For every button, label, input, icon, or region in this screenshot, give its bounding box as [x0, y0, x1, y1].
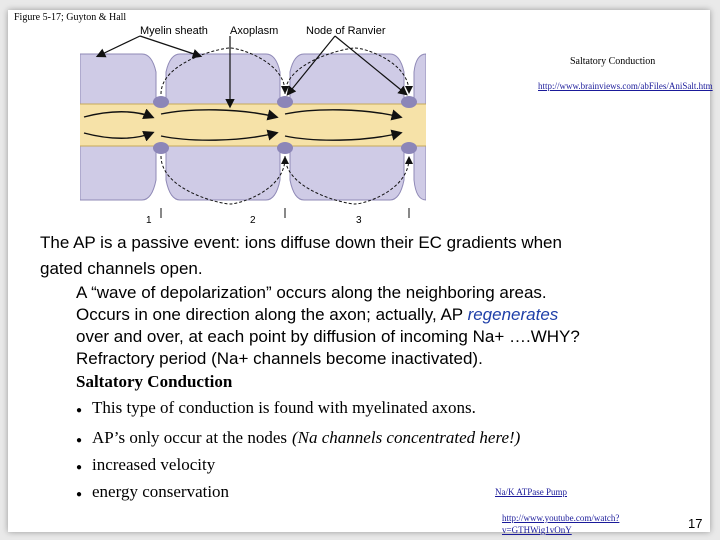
bullet-dot-icon: ●: [76, 462, 83, 473]
inner-current-arrows: [83, 108, 403, 142]
bullet-dot-icon: ●: [76, 435, 83, 446]
bullet-item: ●energy conservation: [40, 480, 700, 507]
label-myelin-sheath: Myelin sheath: [140, 25, 208, 37]
node-number-3: 3: [356, 215, 362, 226]
bullet-dot-icon: ●: [76, 489, 83, 500]
node-number-2: 2: [250, 215, 256, 226]
node-number-1: 1: [146, 215, 152, 226]
current-loops: [160, 47, 413, 205]
na-k-pump-link[interactable]: Na/K ATPase Pump: [495, 487, 567, 497]
saltatory-heading: Saltatory Conduction: [76, 372, 233, 391]
sub-line-2: Occurs in one direction along the axon; …: [40, 304, 700, 326]
saltatory-conduction-diagram: Myelin sheath Axoplasm Node of Ranvier 1…: [79, 22, 427, 230]
figure-caption: Figure 5-17; Guyton & Hall: [14, 12, 127, 23]
label-pointers: [95, 35, 408, 109]
bullet-dot-icon: ●: [76, 405, 83, 416]
bullet-item: ●This type of conduction is found with m…: [40, 396, 700, 423]
bullet-item: ●AP’s only occur at the nodes(Na channel…: [40, 426, 700, 453]
side-panel-title: Saltatory Conduction: [570, 56, 656, 67]
brainviews-link[interactable]: http://www.brainviews.com/abFiles/AniSal…: [538, 81, 713, 91]
sub-line-2-text: Occurs in one direction along the axon; …: [76, 305, 468, 324]
label-node-of-ranvier: Node of Ranvier: [306, 25, 386, 37]
regenerates-word: regenerates: [467, 305, 559, 324]
slide: Figure 5-17; Guyton & Hall: [8, 10, 713, 535]
node-markers: [160, 208, 410, 218]
sub-line-1: A “wave of depolarization” occurs along …: [76, 283, 547, 302]
page-number: 17: [688, 516, 703, 531]
slide-body: The AP is a passive event: ions diffuse …: [40, 230, 700, 507]
axon-illustration: [79, 35, 427, 218]
bullet-note: (Na channels concentrated here!): [292, 428, 521, 447]
body-line-2: gated channels open.: [40, 259, 203, 278]
youtube-link[interactable]: http://www.youtube.com/watch?v=GTHWig1vO…: [502, 513, 620, 535]
bullet-item: ●increased velocity: [40, 453, 700, 480]
label-axoplasm: Axoplasm: [230, 25, 279, 37]
nodes-of-ranvier: [153, 96, 417, 154]
axoplasm-band: [80, 104, 426, 146]
sub-line-3: over and over, at each point by diffusio…: [76, 327, 580, 346]
body-line-1: The AP is a passive event: ions diffuse …: [40, 233, 562, 252]
sub-line-4: Refractory period (Na+ channels become i…: [76, 349, 483, 368]
